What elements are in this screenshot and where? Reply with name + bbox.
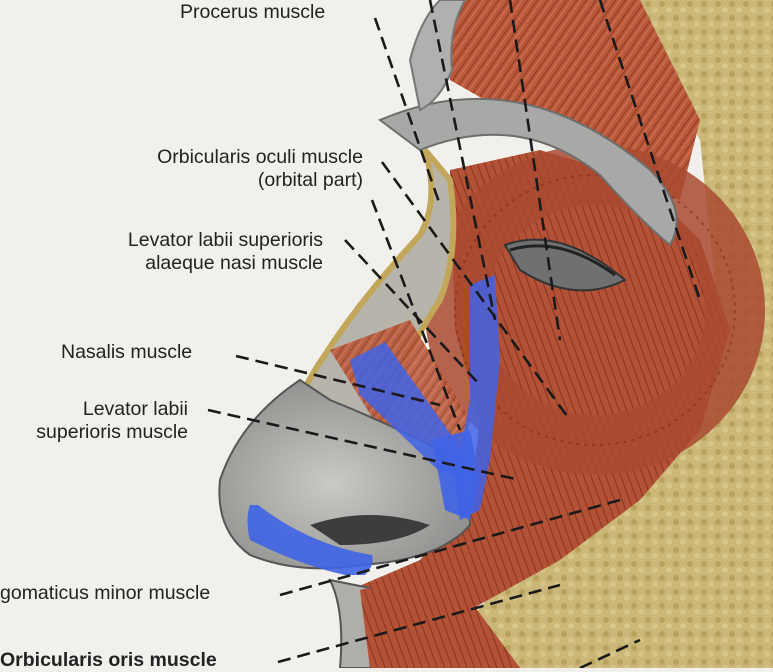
- fat-tissue: [430, 0, 773, 668]
- highlight-nasalis-alar: [247, 505, 373, 575]
- label-zygomaticus-minor: gomaticus minor muscle: [0, 582, 211, 604]
- label-orbicularis-oculi: Orbicularis oculi muscle (orbital part): [157, 146, 363, 191]
- label-nasalis: Nasalis muscle: [61, 341, 193, 363]
- label-levator-labii: Levator labii superioris muscle: [36, 398, 188, 443]
- label-procerus: Procerus muscle: [180, 1, 326, 23]
- nostril: [310, 515, 430, 545]
- leader-levator-alaeque: [344, 239, 481, 386]
- leader-lines: [207, 0, 702, 668]
- label-levator-alaeque: Levator labii superioris alaeque nasi mu…: [127, 229, 323, 274]
- forehead-skin: [408, 0, 467, 112]
- leader-orbicularis-oris: [277, 583, 561, 664]
- label-orbicularis-oris: Orbicularis oris muscle: [0, 649, 217, 671]
- leader-orbicularis-oculi-1: [380, 161, 572, 421]
- leader-levator-labii: [207, 408, 521, 482]
- leader-nasalis: [235, 354, 441, 407]
- eyebrow-band: [378, 97, 678, 247]
- highlight-levator-labii: [432, 430, 480, 520]
- leader-procerus: [373, 17, 442, 206]
- orbicularis-oris: [360, 584, 520, 668]
- eye: [503, 238, 627, 292]
